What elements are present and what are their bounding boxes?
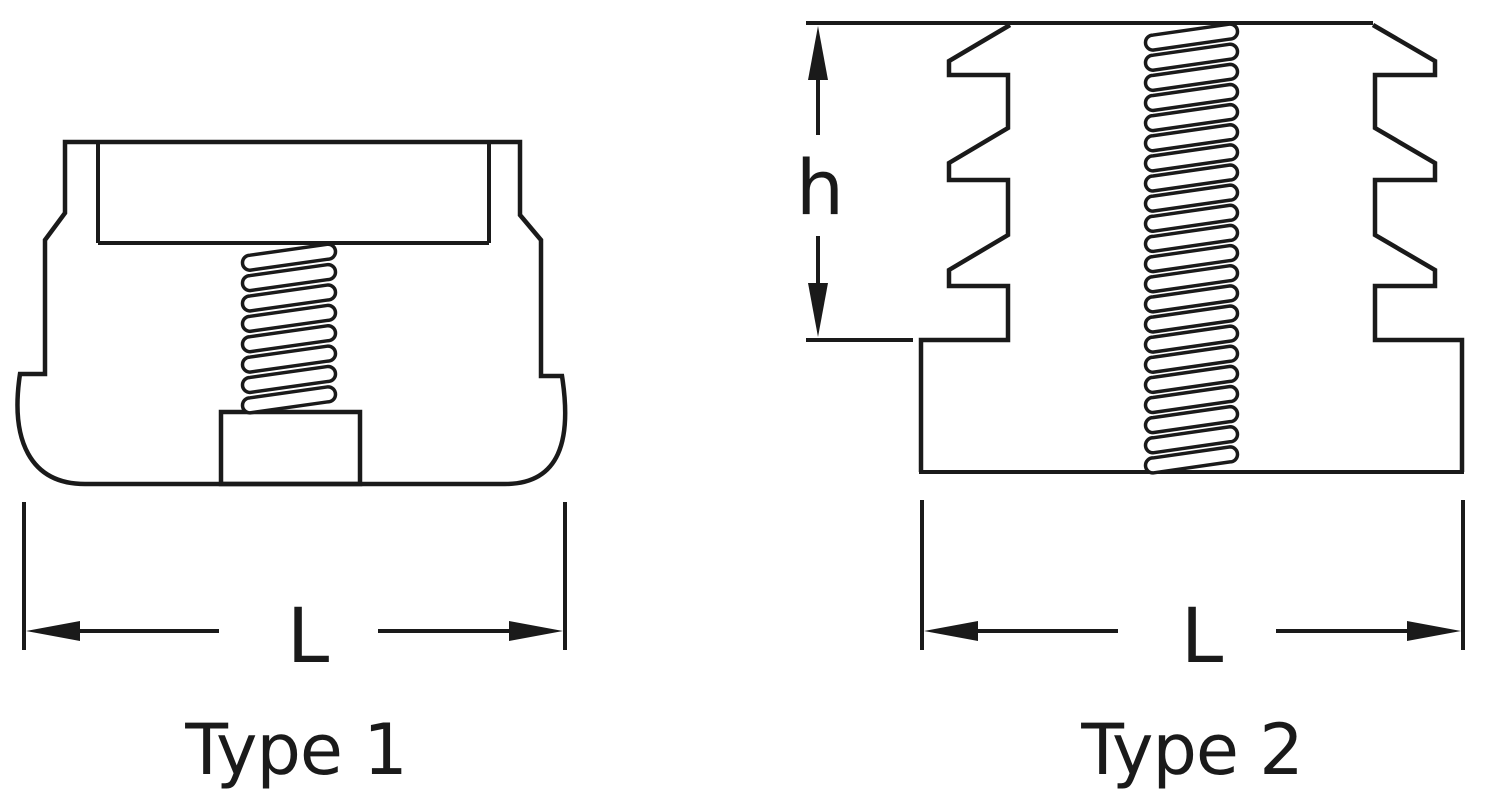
- type2-h-arrow-top: [808, 26, 828, 80]
- spring-coil: [1143, 102, 1240, 133]
- type1-caption: Type 1: [184, 709, 407, 791]
- spring-coil: [1143, 404, 1240, 435]
- type2-h-label: h: [796, 143, 844, 232]
- type2-caption: Type 2: [1080, 709, 1303, 791]
- spring-coil: [1143, 284, 1240, 314]
- type1-dim-arrow-right: [509, 621, 563, 641]
- type2-dim-label: L: [1181, 591, 1223, 680]
- type2-dim-arrow-right: [1407, 621, 1461, 641]
- spring-coil: [1143, 42, 1240, 72]
- spring-coil: [240, 323, 338, 354]
- spring-coil: [1143, 223, 1240, 254]
- type1-base-block: [218, 409, 363, 487]
- spring-coil: [240, 303, 338, 334]
- type1-spring: [240, 242, 338, 415]
- type2-left-profile: [918, 23, 1012, 472]
- type1-dim-arrow-left: [26, 621, 80, 641]
- spring-coil: [1143, 425, 1240, 455]
- type2-dim-arrow-left: [924, 621, 978, 641]
- type2-drawing: h L Type 2: [796, 21, 1465, 791]
- spring-coil: [240, 385, 338, 415]
- type2-right-profile: [1371, 23, 1465, 472]
- spring-coil: [1143, 364, 1240, 395]
- spring-coil: [240, 242, 338, 272]
- spring-coil: [1143, 62, 1240, 93]
- type1-drawing: L Type 1: [15, 139, 568, 791]
- spring-coil: [1143, 82, 1240, 113]
- spring-coil: [1143, 143, 1240, 173]
- spring-coil: [240, 344, 338, 374]
- spring-coil: [1143, 344, 1240, 375]
- type2-spring: [1143, 22, 1240, 475]
- spring-coil: [240, 364, 338, 395]
- spring-coil: [1143, 122, 1240, 153]
- type2-h-arrow-bottom: [808, 283, 828, 337]
- spring-coil: [240, 262, 338, 293]
- spring-coil: [1143, 183, 1240, 213]
- spring-coil: [1143, 324, 1240, 354]
- spring-coil: [1143, 203, 1240, 234]
- spring-coil: [1143, 22, 1240, 52]
- spring-coil: [1143, 304, 1240, 334]
- spring-coil: [1143, 384, 1240, 415]
- spring-coil: [1143, 163, 1240, 193]
- spring-coil: [1143, 243, 1240, 274]
- spring-coil: [240, 283, 338, 313]
- spring-coil: [1143, 263, 1240, 294]
- type1-dim-label: L: [287, 591, 329, 680]
- spring-coil: [1143, 445, 1240, 475]
